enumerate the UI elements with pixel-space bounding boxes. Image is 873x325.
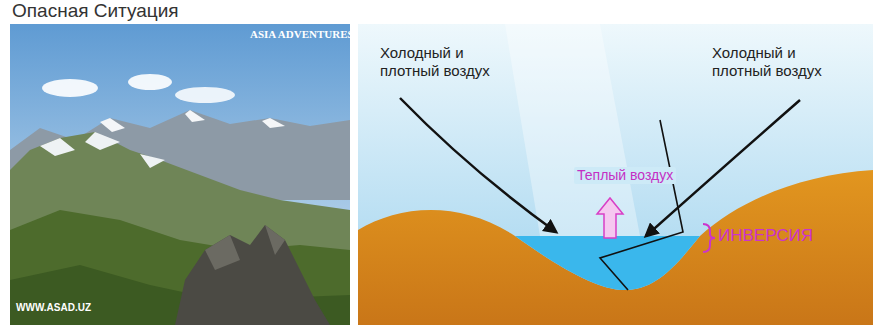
air-label: Холодный и плотный воздух [712, 44, 842, 80]
mountain-photo [175, 225, 330, 325]
inversion-label: ИНВЕРСИЯ [718, 226, 813, 246]
slide-title: Опасная Ситуация [12, 0, 179, 23]
valley-ground [358, 170, 873, 325]
cold-air-arrow [400, 98, 556, 232]
mountain-photo [10, 132, 350, 325]
inversion-panel [358, 24, 873, 325]
mountain-photo [42, 79, 98, 97]
watermark: WWW.ASAD.UZ [16, 302, 91, 314]
air-label: Холодный и плотный воздух [380, 44, 505, 80]
mountain-photo [100, 110, 285, 132]
watermark: ASIA ADVENTURES [250, 28, 354, 41]
mountain-photo [40, 132, 165, 168]
cold-air-pool [515, 236, 700, 290]
mountain-photo [175, 87, 235, 103]
warm-air-arrow [597, 198, 623, 238]
mountain-photo [205, 225, 285, 270]
mountain-photo [10, 24, 350, 325]
mountain-photo [10, 24, 350, 325]
inversion-panel [505, 24, 640, 236]
warm-air-label: Теплый воздух [574, 167, 676, 184]
mountain-photo [128, 74, 172, 90]
mountain-photo [10, 210, 350, 325]
inversion-panel [358, 24, 873, 325]
inversion-brace [703, 224, 715, 252]
